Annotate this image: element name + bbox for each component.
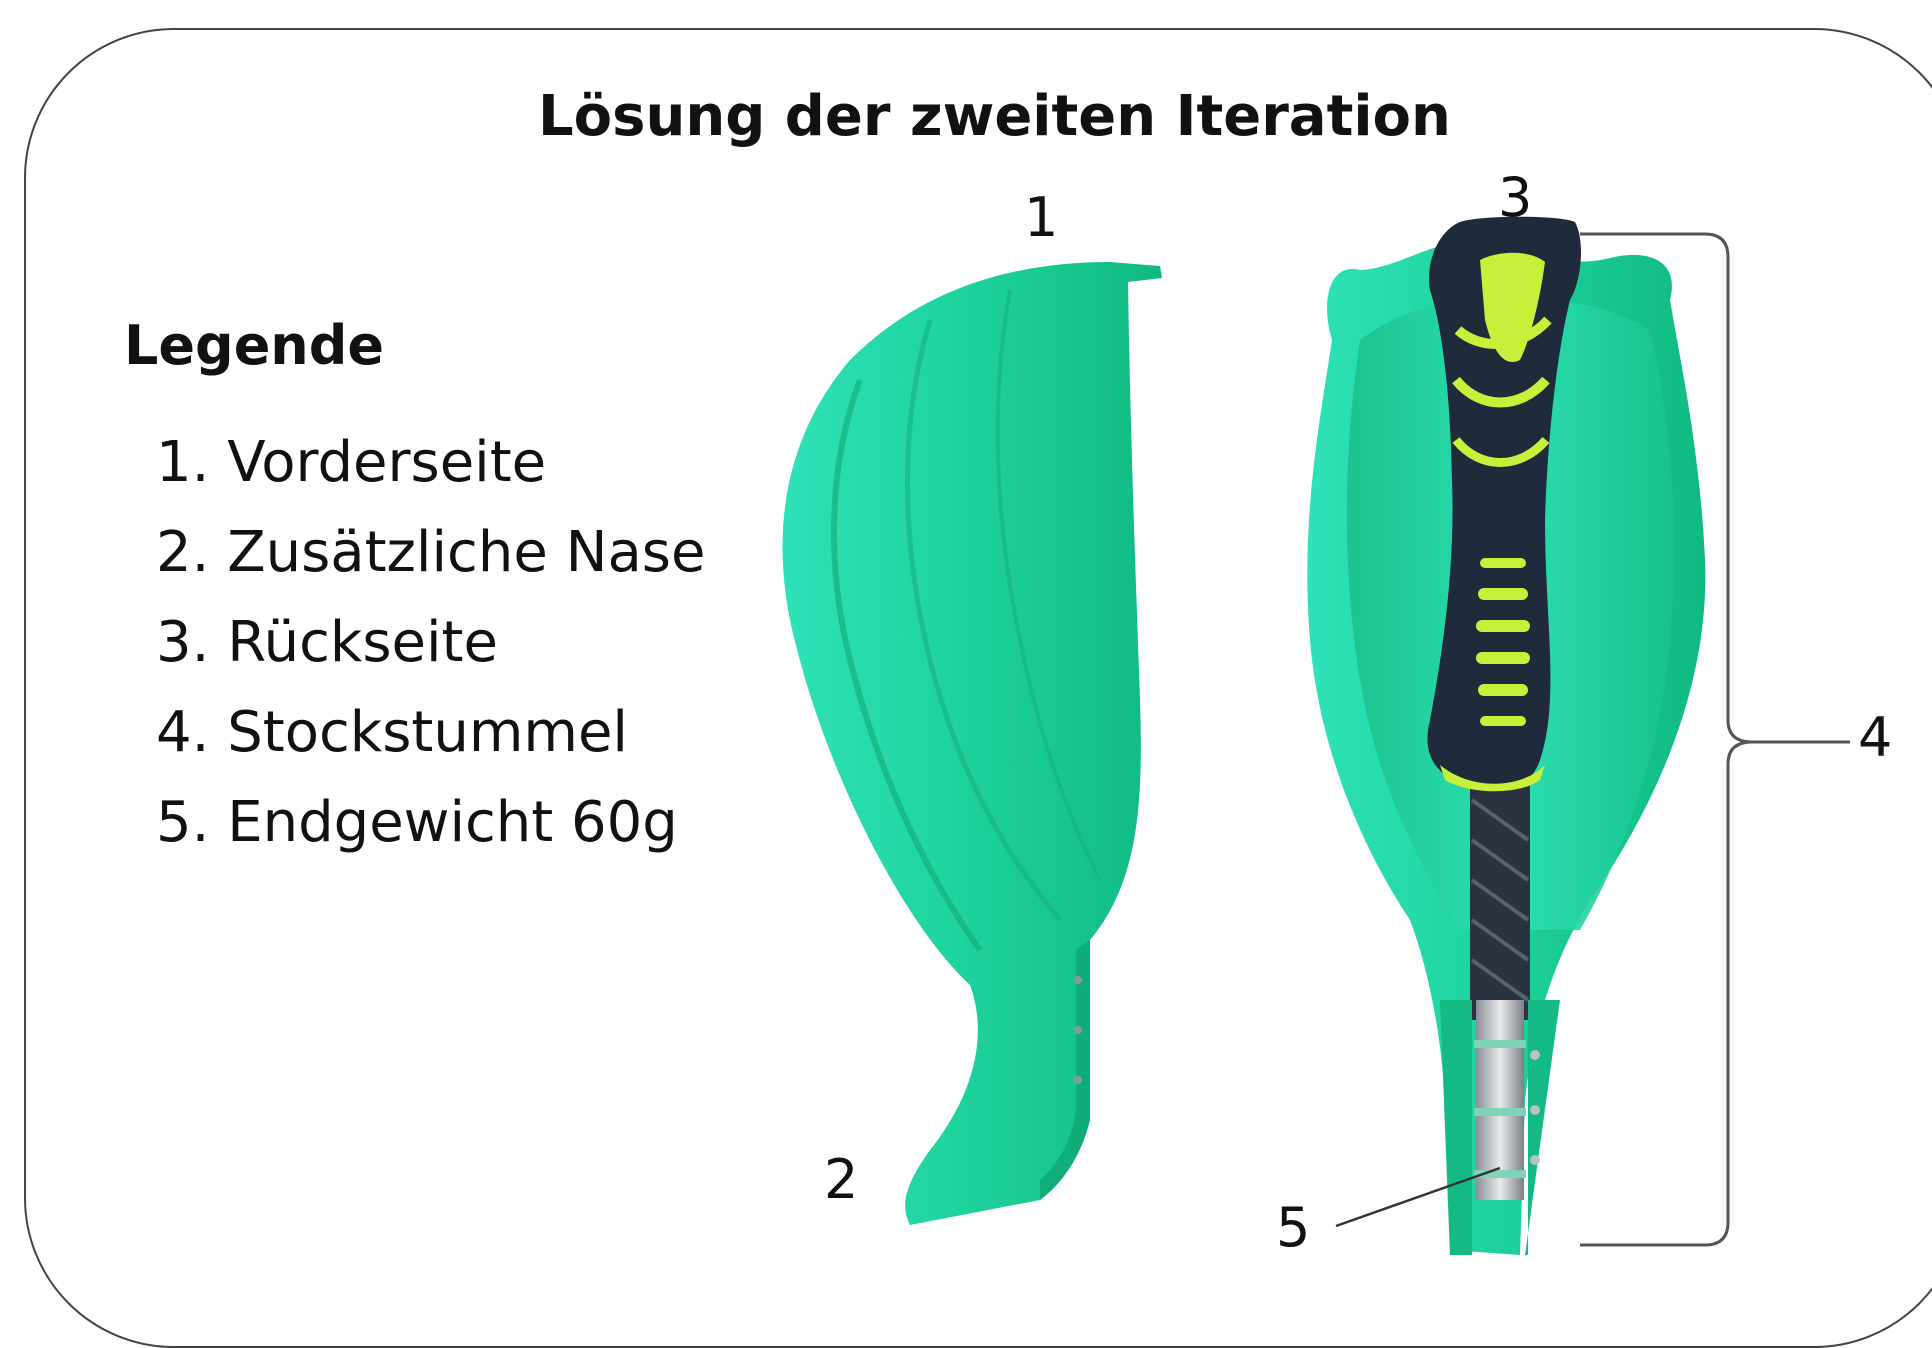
callout-3: 3 [1498,166,1532,229]
callout-1: 1 [1024,186,1058,249]
product-illustration [0,0,1932,1297]
callout-4: 4 [1858,706,1892,769]
callout-2: 2 [824,1148,858,1211]
callout-5: 5 [1276,1196,1310,1259]
front-shell [783,262,1163,1225]
